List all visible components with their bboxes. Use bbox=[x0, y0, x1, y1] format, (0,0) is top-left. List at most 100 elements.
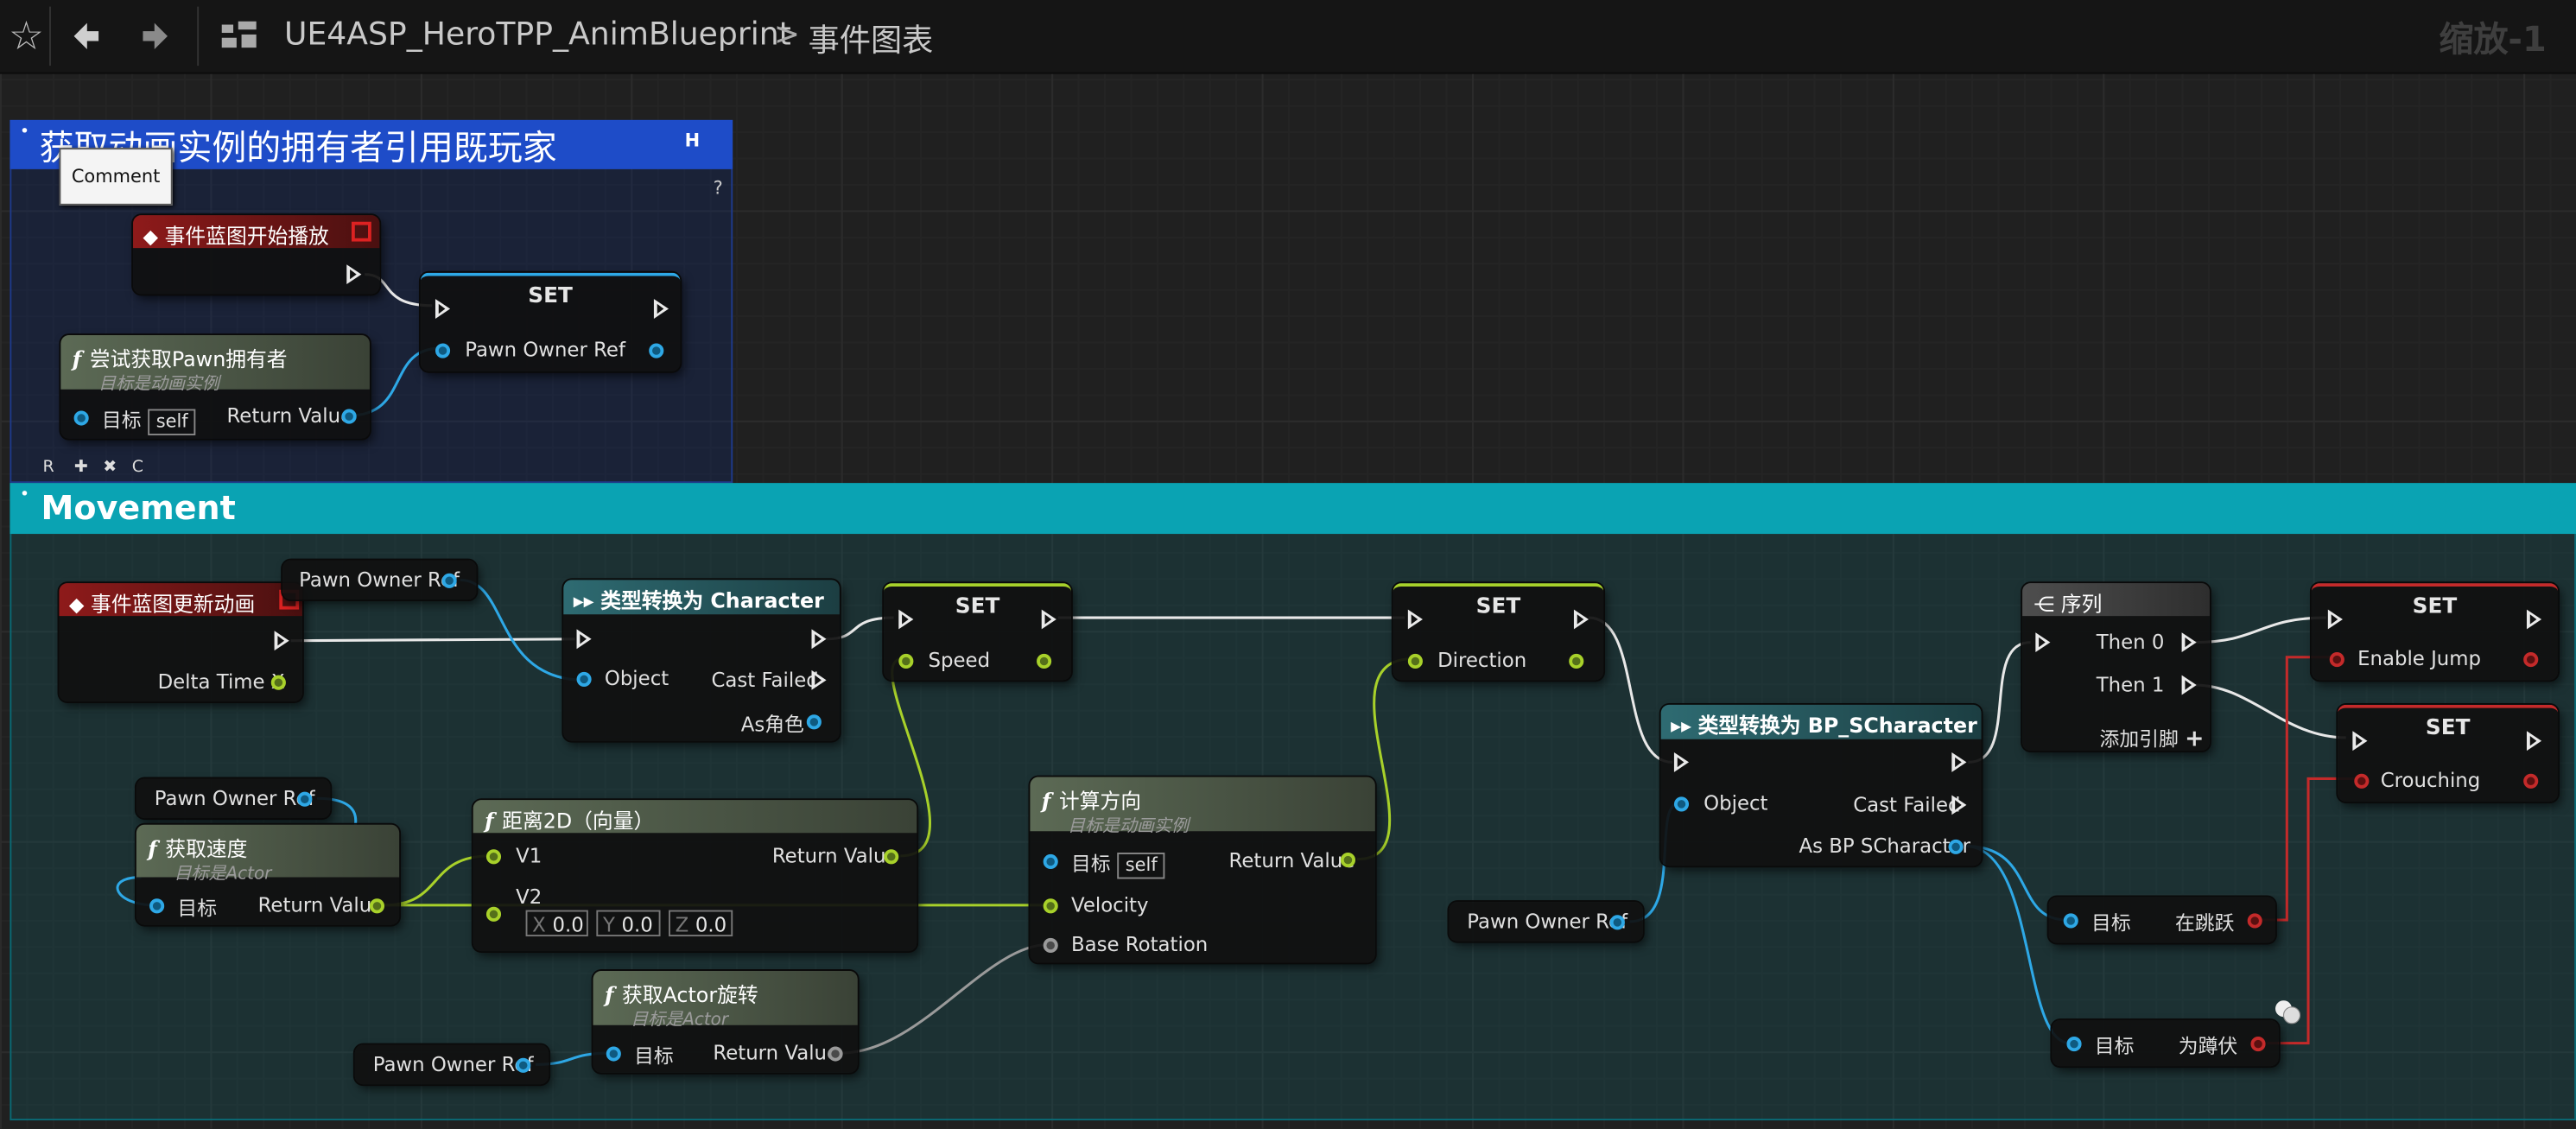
v1-in-pin[interactable] bbox=[485, 849, 502, 865]
target-in-pin[interactable] bbox=[1043, 853, 1058, 870]
return-value-out-pin[interactable] bbox=[369, 898, 385, 914]
is-jumping-out-pin[interactable] bbox=[2247, 913, 2262, 929]
pawn-owner-ref-out-pin[interactable] bbox=[516, 1057, 531, 1073]
exec-out-pin[interactable] bbox=[2526, 731, 2542, 752]
exec-out-pin[interactable] bbox=[1951, 752, 1967, 772]
pawn-owner-ref-out-pin[interactable] bbox=[297, 791, 313, 807]
back-arrow-icon[interactable] bbox=[59, 10, 111, 62]
velocity-in-pin[interactable] bbox=[1043, 898, 1058, 914]
exec-in-pin[interactable] bbox=[1673, 752, 1690, 772]
cast-failed-exec-pin[interactable] bbox=[811, 669, 827, 690]
self-value-box[interactable]: self bbox=[1117, 853, 1166, 879]
exec-in-pin[interactable] bbox=[898, 609, 914, 630]
node-cast-to-character[interactable]: ▸▸类型转换为 Character Object Cast Failed As角… bbox=[563, 580, 840, 741]
crouching-in-pin[interactable] bbox=[2354, 773, 2370, 789]
node-get-pawn-owner-ref[interactable]: Pawn Owner Ref bbox=[136, 778, 331, 819]
node-get-pawn-owner-ref[interactable]: Pawn Owner Ref bbox=[1449, 902, 1643, 942]
node-set-enable-jump[interactable]: SET Enable Jump bbox=[2311, 583, 2559, 681]
exec-out-pin[interactable] bbox=[811, 629, 827, 650]
base-rotation-in-pin[interactable] bbox=[1043, 937, 1058, 954]
node-get-pawn-owner-ref[interactable]: Pawn Owner Ref bbox=[282, 560, 477, 600]
return-value-out-pin[interactable] bbox=[1340, 853, 1355, 868]
comment-remove-button[interactable]: ✖ bbox=[103, 458, 117, 477]
object-in-pin[interactable] bbox=[1673, 796, 1690, 812]
comment-c-button[interactable]: C bbox=[131, 458, 143, 477]
exec-in-pin[interactable] bbox=[2035, 632, 2051, 653]
breadcrumb-blueprint[interactable]: UE4ASP_HeroTPP_AnimBlueprint bbox=[284, 16, 791, 53]
node-get-pawn-owner-ref[interactable]: Pawn Owner Ref bbox=[354, 1044, 549, 1085]
direction-out-pin[interactable] bbox=[1569, 653, 1584, 669]
node-header: ▸▸类型转换为 Character bbox=[563, 580, 840, 615]
object-in-pin[interactable] bbox=[576, 671, 592, 687]
exec-out-pin[interactable] bbox=[1041, 609, 1056, 630]
v2-in-pin[interactable] bbox=[485, 906, 502, 922]
star-icon[interactable]: ☆ bbox=[8, 13, 44, 60]
exec-out-pin[interactable] bbox=[346, 264, 362, 285]
exec-out-pin[interactable] bbox=[653, 299, 669, 319]
direction-in-pin[interactable] bbox=[1407, 653, 1423, 669]
add-pin-button[interactable]: 添加引脚 + bbox=[2099, 726, 2205, 753]
exec-in-pin[interactable] bbox=[435, 299, 451, 319]
target-in-pin[interactable] bbox=[73, 410, 89, 426]
is-crouched-out-pin[interactable] bbox=[2250, 1037, 2266, 1052]
target-in-pin[interactable] bbox=[2063, 913, 2078, 929]
enable-jump-in-pin[interactable] bbox=[2329, 652, 2344, 668]
node-set-crouching[interactable]: SET Crouching bbox=[2338, 704, 2559, 802]
enable-jump-out-pin[interactable] bbox=[2523, 652, 2539, 668]
node-set-pawn-owner-ref[interactable]: SET Pawn Owner Ref bbox=[420, 272, 681, 371]
exec-out-pin[interactable] bbox=[2526, 609, 2542, 630]
return-value-out-pin[interactable] bbox=[828, 1046, 843, 1062]
forward-arrow-icon[interactable] bbox=[130, 10, 182, 62]
then-0-exec-pin[interactable] bbox=[2181, 632, 2197, 653]
exec-in-pin[interactable] bbox=[1407, 609, 1423, 630]
node-set-speed[interactable]: SET Speed bbox=[884, 583, 1071, 681]
comment-help-icon[interactable]: ? bbox=[713, 177, 723, 200]
node-sequence[interactable]: ⋲序列 Then 0 Then 1 添加引脚 + bbox=[2022, 583, 2210, 753]
speed-out-pin[interactable] bbox=[1037, 653, 1052, 669]
pawn-owner-ref-out-pin[interactable] bbox=[1609, 915, 1625, 930]
as-bp-scharacter-out-pin[interactable] bbox=[1948, 839, 1964, 854]
exec-in-pin[interactable] bbox=[2352, 731, 2368, 752]
target-in-pin[interactable] bbox=[2066, 1037, 2082, 1052]
node-set-direction[interactable]: SET Direction bbox=[1393, 583, 1604, 681]
node-cast-to-bp-scharacter[interactable]: ▸▸类型转换为 BP_SCharacter Object Cast Failed… bbox=[1660, 704, 1982, 866]
target-in-pin[interactable] bbox=[606, 1046, 621, 1062]
speed-in-pin[interactable] bbox=[898, 653, 914, 669]
target-in-pin[interactable] bbox=[149, 898, 165, 914]
comment-header[interactable]: 获取动画实例的拥有者引用既玩家 H • bbox=[10, 119, 733, 169]
exec-in-pin[interactable] bbox=[2327, 609, 2343, 630]
return-value-out-pin[interactable] bbox=[341, 409, 357, 424]
breadcrumb-graph[interactable]: 事件图表 bbox=[808, 22, 934, 60]
comment-r-button[interactable]: R bbox=[42, 458, 54, 477]
node-event-begin-play[interactable]: ◆事件蓝图开始播放 bbox=[133, 215, 380, 295]
exec-out-pin[interactable] bbox=[274, 631, 289, 651]
comment-add-button[interactable]: ✚ bbox=[73, 458, 88, 477]
node-event-update-animation[interactable]: ◆事件蓝图更新动画 Delta Time X bbox=[59, 583, 302, 702]
pawn-owner-ref-out-pin[interactable] bbox=[441, 573, 457, 588]
crouching-out-pin[interactable] bbox=[2523, 773, 2539, 789]
node-get-is-crouched[interactable]: 目标 为蹲伏 bbox=[2052, 1020, 2279, 1067]
then-1-exec-pin[interactable] bbox=[2181, 675, 2197, 695]
exec-in-pin[interactable] bbox=[576, 629, 592, 650]
cast-failed-exec-pin[interactable] bbox=[1951, 795, 1967, 815]
pin-label: V1 bbox=[516, 844, 542, 868]
node-get-is-jumping[interactable]: 目标 在跳跃 bbox=[2048, 897, 2275, 943]
pawn-owner-ref-in-pin[interactable] bbox=[435, 343, 451, 358]
delegate-pin-icon[interactable] bbox=[351, 221, 371, 242]
as-character-out-pin[interactable] bbox=[806, 714, 822, 730]
delta-time-out-pin[interactable] bbox=[270, 675, 286, 690]
pawn-owner-ref-out-pin[interactable] bbox=[649, 343, 664, 358]
self-value-box[interactable]: self bbox=[148, 409, 197, 435]
comment-header[interactable]: Movement • bbox=[10, 483, 2576, 535]
exec-out-pin[interactable] bbox=[1573, 609, 1589, 630]
return-value-out-pin[interactable] bbox=[884, 849, 899, 865]
